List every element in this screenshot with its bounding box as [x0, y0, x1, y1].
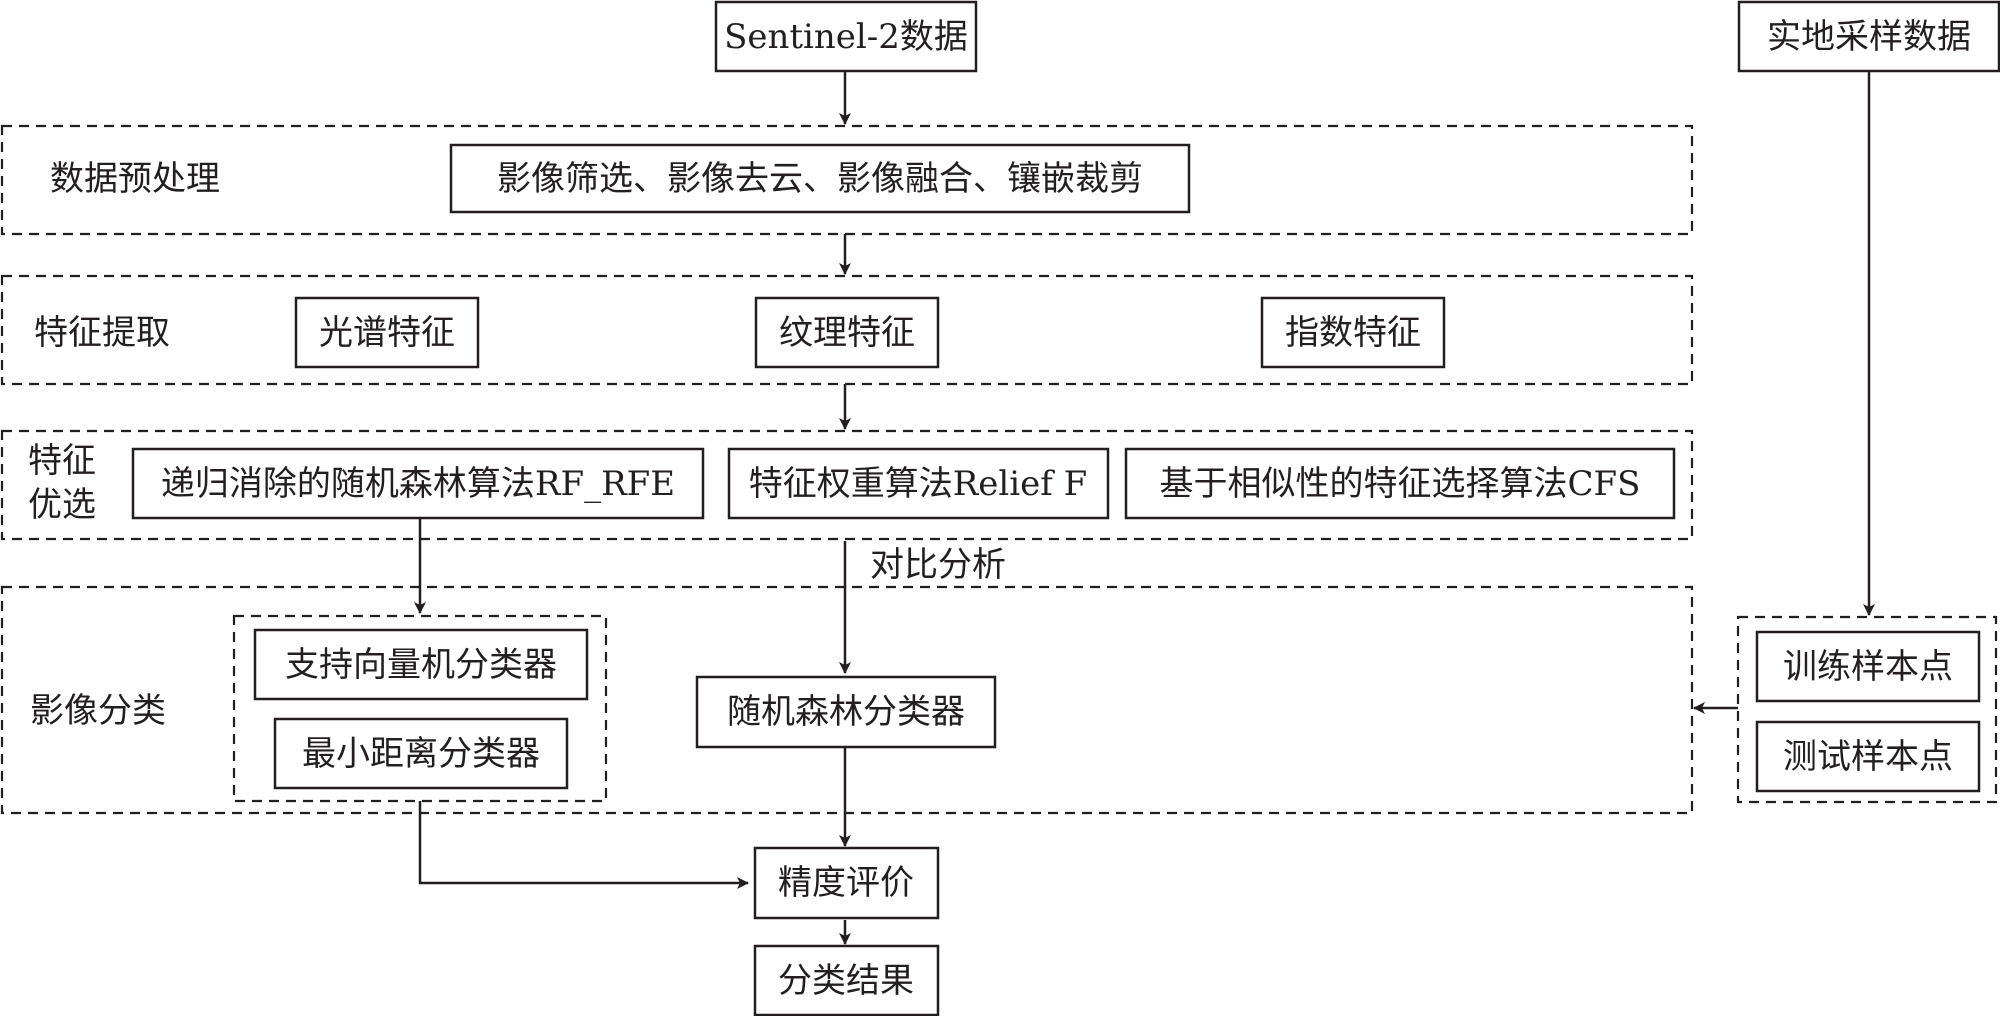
svg-text:实地采样数据: 实地采样数据 [1767, 17, 1971, 57]
svg-text:递归消除的随机森林算法RF_RFE: 递归消除的随机森林算法RF_RFE [161, 464, 675, 504]
node-texture-feature: 纹理特征 [754, 296, 940, 369]
node-classification-result: 分类结果 [753, 944, 940, 1016]
node-rf-classifier: 随机森林分类器 [695, 675, 997, 749]
group-frame-feature-select [0, 429, 1694, 541]
group-frame-classifier-pair [232, 614, 608, 803]
group-label-preprocess: 数据预处理 [50, 159, 220, 199]
svg-text:光谱特征: 光谱特征 [319, 313, 455, 353]
svg-text:支持向量机分类器: 支持向量机分类器 [285, 645, 557, 685]
node-index-feature: 指数特征 [1260, 296, 1446, 369]
node-spectral-feature: 光谱特征 [294, 296, 480, 369]
group-label-classification: 影像分类 [30, 691, 166, 731]
svg-text:训练样本点: 训练样本点 [1783, 647, 1953, 687]
annotation-compare: 对比分析 [870, 545, 1006, 585]
svg-text:Sentinel-2数据: Sentinel-2数据 [724, 17, 968, 57]
svg-text:影像筛选、影像去云、影像融合、镶嵌裁剪: 影像筛选、影像去云、影像融合、镶嵌裁剪 [497, 159, 1143, 199]
node-svm-classifier: 支持向量机分类器 [253, 628, 589, 701]
group-frame-preprocess [0, 124, 1694, 236]
svg-text:精度评价: 精度评价 [778, 863, 914, 903]
group-frame-feature-extract [0, 274, 1694, 386]
group-label-feature-select-line2: 优选 [28, 485, 96, 525]
group-label-feature-extract: 特征提取 [34, 313, 170, 353]
group-label-feature-select-line1: 特征 [28, 441, 96, 481]
node-rf-rfe: 递归消除的随机森林算法RF_RFE [131, 447, 705, 520]
svg-text:测试样本点: 测试样本点 [1783, 737, 1953, 777]
svg-text:分类结果: 分类结果 [778, 961, 914, 1001]
node-sentinel: Sentinel-2数据 [714, 0, 978, 73]
svg-text:纹理特征: 纹理特征 [779, 313, 915, 353]
node-field-sampling: 实地采样数据 [1737, 0, 2000, 73]
node-accuracy-evaluation: 精度评价 [753, 846, 940, 920]
node-test-points: 测试样本点 [1755, 720, 1981, 793]
svg-text:随机森林分类器: 随机森林分类器 [727, 692, 965, 732]
svg-text:指数特征: 指数特征 [1285, 313, 1421, 353]
svg-text:基于相似性的特征选择算法CFS: 基于相似性的特征选择算法CFS [1160, 464, 1641, 504]
arrow-classifiers-to-accuracy [418, 801, 749, 889]
group-frame-classification [0, 585, 1694, 815]
node-preprocess-steps: 影像筛选、影像去云、影像融合、镶嵌裁剪 [449, 143, 1191, 214]
group-frame-sample-points [1736, 615, 1998, 804]
node-min-distance-classifier: 最小距离分类器 [273, 717, 569, 790]
svg-text:最小距离分类器: 最小距离分类器 [302, 734, 540, 774]
svg-text:特征权重算法Relief F: 特征权重算法Relief F [749, 464, 1088, 504]
node-relieff: 特征权重算法Relief F [727, 447, 1110, 520]
node-train-points: 训练样本点 [1755, 630, 1981, 703]
node-cfs: 基于相似性的特征选择算法CFS [1124, 447, 1676, 520]
